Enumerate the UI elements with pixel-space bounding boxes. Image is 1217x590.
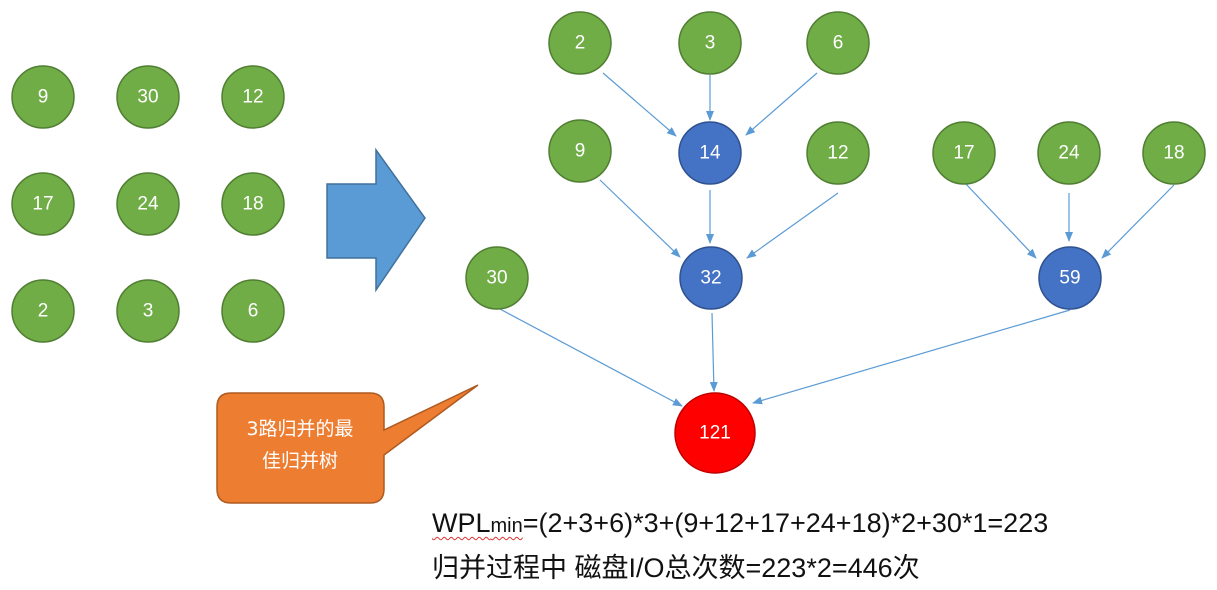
grid-node-24-label: 24 bbox=[137, 194, 159, 215]
tree-internal-59-shape bbox=[1038, 246, 1102, 310]
grid-node-2-label: 2 bbox=[38, 301, 49, 322]
edge-9-to-32 bbox=[599, 179, 681, 258]
grid-node-30: 30 bbox=[116, 65, 180, 129]
tree-leaf-24-label: 24 bbox=[1058, 143, 1080, 164]
tree-internal-32-label: 32 bbox=[700, 268, 721, 289]
tree-leaf-17-label: 17 bbox=[953, 143, 974, 164]
edge-32-to-121 bbox=[709, 312, 718, 392]
grid-node-2-shape bbox=[11, 279, 75, 343]
tree-leaf-6-label: 6 bbox=[833, 33, 844, 54]
tree-internal-14-label: 14 bbox=[699, 143, 721, 164]
grid-node-6-label: 6 bbox=[248, 301, 259, 322]
tree-leaf-2-shape bbox=[548, 11, 612, 75]
edge-17-to-59 bbox=[964, 182, 1037, 259]
tree-edges bbox=[499, 72, 1175, 407]
edge-18-to-59 bbox=[1101, 184, 1175, 259]
tree-internal-32: 32 bbox=[679, 246, 743, 310]
tree-leaf-18-shape bbox=[1142, 121, 1206, 185]
grid-node-17: 17 bbox=[11, 172, 75, 236]
grid-node-6: 6 bbox=[221, 279, 285, 343]
tree-leaf-30-shape bbox=[465, 246, 529, 310]
grid-node-17-label: 17 bbox=[32, 194, 53, 215]
wpl-symbol: WPL bbox=[432, 508, 491, 538]
tree-root-121-shape bbox=[674, 392, 756, 474]
tree-leaf-17-shape bbox=[932, 121, 996, 185]
tree-leaf-12: 12 bbox=[806, 121, 870, 185]
tree-leaf-2: 2 bbox=[548, 11, 612, 75]
grid-node-12-label: 12 bbox=[242, 87, 263, 108]
tree-internal-14: 14 bbox=[678, 121, 742, 185]
tree-leaf-9-shape bbox=[548, 119, 612, 183]
left-node-grid: 9 30 12 17 24 18 2 3 bbox=[11, 65, 285, 343]
grid-node-3-label: 3 bbox=[143, 301, 154, 322]
grid-node-30-label: 30 bbox=[137, 87, 158, 108]
callout-text-line2: 佳归并树 bbox=[262, 450, 338, 472]
wpl-subscript: min bbox=[490, 515, 523, 537]
tree-leaf-24: 24 bbox=[1037, 121, 1101, 185]
grid-node-30-shape bbox=[116, 65, 180, 129]
tree-internal-14-shape bbox=[678, 121, 742, 185]
transform-arrow bbox=[326, 147, 426, 293]
tree-leaf-2-label: 2 bbox=[575, 33, 586, 54]
tree-leaf-9-label: 9 bbox=[575, 141, 586, 162]
tree-leaf-3-shape bbox=[678, 11, 742, 75]
edge-59-to-121 bbox=[752, 309, 1071, 405]
tree-leaf-17: 17 bbox=[932, 121, 996, 185]
tree-internal-32-shape bbox=[679, 246, 743, 310]
wpl-formula: WPLmin=(2+3+6)*3+(9+12+17+24+18)*2+30*1=… bbox=[432, 508, 1048, 539]
tree-leaf-3: 3 bbox=[678, 11, 742, 75]
grid-node-24-shape bbox=[116, 172, 180, 236]
wpl-expression: =(2+3+6)*3+(9+12+17+24+18)*2+30*1=223 bbox=[522, 508, 1049, 538]
grid-node-18-label: 18 bbox=[242, 194, 263, 215]
tree-leaf-30: 30 bbox=[465, 246, 529, 310]
callout-text-line1: 3路归并的最 bbox=[246, 418, 353, 440]
grid-node-9: 9 bbox=[11, 65, 75, 129]
grid-node-2: 2 bbox=[11, 279, 75, 343]
grid-node-18-shape bbox=[221, 172, 285, 236]
tree-leaf-6-shape bbox=[806, 11, 870, 75]
grid-node-9-shape bbox=[11, 65, 75, 129]
tree-internal-59-label: 59 bbox=[1059, 268, 1080, 289]
tree-leaf-18: 18 bbox=[1142, 121, 1206, 185]
edge-12-to-32 bbox=[746, 192, 839, 259]
io-count-text: 归并过程中 磁盘I/O总次数=223*2=446次 bbox=[432, 553, 920, 583]
tree-root-121-label: 121 bbox=[699, 423, 731, 444]
tree-leaf-9: 9 bbox=[548, 119, 612, 183]
tree-internal-59: 59 bbox=[1038, 246, 1102, 310]
tree-leaf-18-label: 18 bbox=[1163, 143, 1184, 164]
edge-30-to-121 bbox=[499, 308, 683, 407]
grid-node-6-shape bbox=[221, 279, 285, 343]
tree-leaf-12-shape bbox=[806, 121, 870, 185]
grid-node-24: 24 bbox=[116, 172, 180, 236]
tree-nodes: 2 3 6 9 14 12 17 24 bbox=[465, 11, 1206, 474]
tree-leaf-12-label: 12 bbox=[827, 143, 848, 164]
tree-leaf-3-label: 3 bbox=[705, 33, 716, 54]
grid-node-12-shape bbox=[221, 65, 285, 129]
grid-node-17-shape bbox=[11, 172, 75, 236]
grid-node-3-shape bbox=[116, 279, 180, 343]
grid-node-12: 12 bbox=[221, 65, 285, 129]
grid-node-9-label: 9 bbox=[38, 87, 49, 108]
edge-2-to-14 bbox=[602, 72, 677, 137]
grid-node-18: 18 bbox=[221, 172, 285, 236]
tree-leaf-24-shape bbox=[1037, 121, 1101, 185]
tree-root-121: 121 bbox=[674, 392, 756, 474]
grid-node-3: 3 bbox=[116, 279, 180, 343]
edge-6-to-14 bbox=[745, 72, 818, 136]
tree-leaf-6: 6 bbox=[806, 11, 870, 75]
tree-leaf-30-label: 30 bbox=[486, 268, 507, 289]
callout-bubble bbox=[216, 384, 479, 504]
